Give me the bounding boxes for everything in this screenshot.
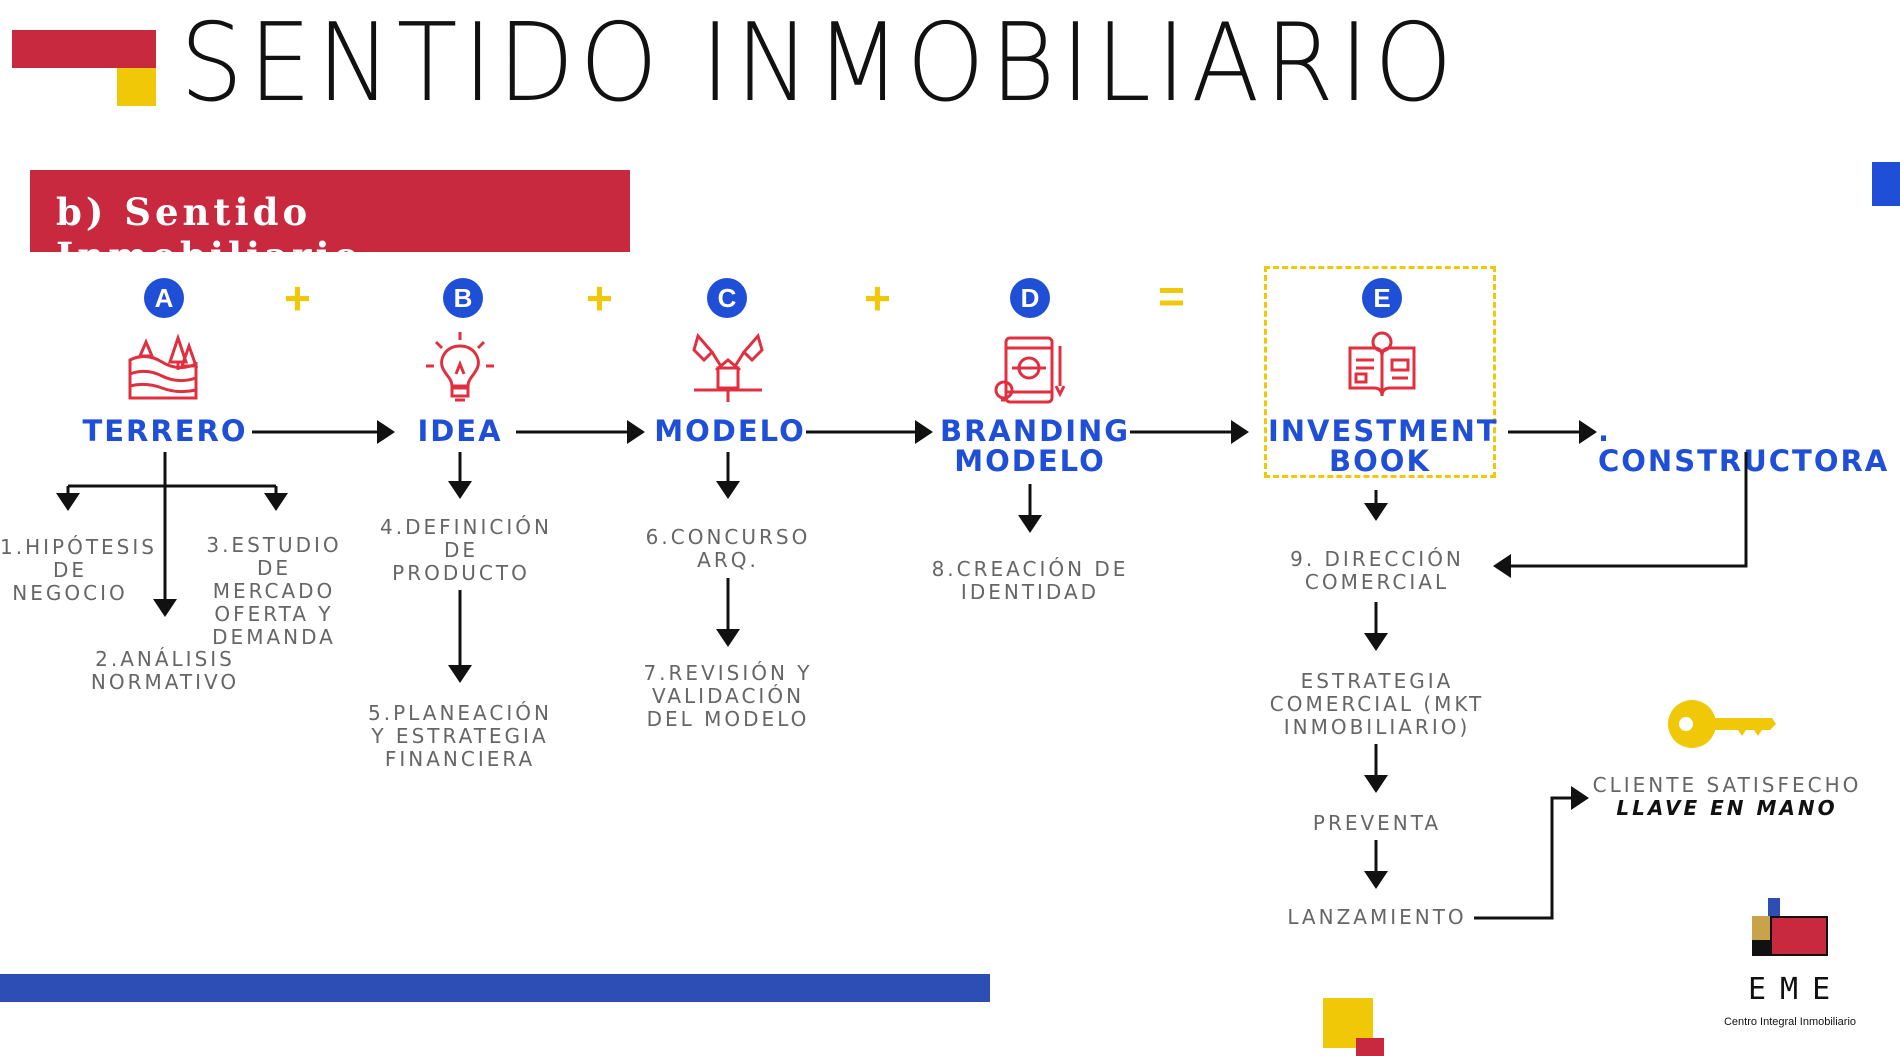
stage-branding-label: BRANDING MODELO — [940, 414, 1131, 478]
section-label: b) Sentido Inmobiliario — [56, 190, 363, 278]
investment-book-highlight — [1264, 266, 1496, 478]
stage-b-badge: B — [443, 278, 483, 318]
bottom-blue-bar — [0, 974, 990, 1002]
step-analisis: 2.ANÁLISIS NORMATIVO — [90, 647, 240, 694]
result-line2: LLAVE EN MANO — [1590, 797, 1864, 820]
stage-c-badge: C — [707, 278, 747, 318]
title-decor-yellow-square — [117, 68, 156, 106]
step-concurso: 6.CONCURSO ARQ. — [645, 525, 811, 572]
equals-operator: = — [1158, 270, 1185, 322]
step-direccion-comercial: 9. DIRECCIÓN COMERCIAL — [1290, 547, 1464, 594]
plus-operator-1: + — [284, 272, 311, 324]
stage-modelo-label: MODELO — [654, 414, 806, 448]
bottom-red-square — [1356, 1038, 1384, 1056]
stage-constructora-label: . CONSTRUCTORA — [1598, 414, 1890, 478]
land-trees-icon — [128, 333, 198, 400]
stage-a-badge: A — [144, 278, 184, 318]
step-identidad: 8.CREACIÓN DE IDENTIDAD — [931, 557, 1129, 604]
stage-d-badge: D — [1010, 278, 1050, 318]
investment-book-icon — [1348, 331, 1416, 397]
title-decor-red-bar — [12, 30, 156, 68]
right-edge-blue-square — [1872, 162, 1900, 206]
key-icon — [1668, 700, 1776, 748]
result-cliente-satisfecho: CLIENTE SATISFECHO LLAVE EN MANO — [1590, 774, 1864, 820]
step-hipotesis: 1.HIPÓTESIS DE NEGOCIO — [0, 535, 157, 605]
lightbulb-icon — [426, 332, 494, 402]
step-estrategia-comercial: ESTRATEGIA COMERCIAL (MKT INMOBILIARIO) — [1269, 669, 1485, 739]
step-preventa: PREVENTA — [1312, 811, 1442, 835]
plus-operator-3: + — [864, 272, 891, 324]
step-planeacion: 5.PLANEACIÓN Y ESTRATEGIA FINANCIERA — [368, 701, 552, 771]
result-llave-en-mano: LLAVE EN MANO — [1616, 796, 1838, 820]
stage-idea-label: IDEA — [417, 414, 503, 448]
plus-operator-2: + — [586, 272, 613, 324]
step-definicion-producto: 4.DEFINICIÓN DE PRODUCTO — [380, 515, 552, 585]
page-title: SENTIDO INMOBILIARIO — [180, 1, 1458, 126]
result-line1: CLIENTE SATISFECHO — [1592, 773, 1862, 797]
stage-e-badge: E — [1362, 278, 1402, 318]
logo-text: EME — [1748, 972, 1845, 1007]
stage-investment-book-label: INVESTMENT BOOK — [1268, 414, 1499, 478]
step-lanzamiento: LANZAMIENTO — [1287, 905, 1467, 929]
step-revision: 7.REVISIÓN Y VALIDACIÓN DEL MODELO — [643, 661, 813, 731]
stage-terreno-label: TERRERO — [82, 414, 248, 448]
tablet-branding-icon — [994, 336, 1066, 404]
logo-mark — [1752, 898, 1830, 960]
section-banner: b) Sentido Inmobiliario — [30, 170, 630, 278]
logo-tagline: Centro Integral Inmobiliario — [1723, 1016, 1857, 1028]
architect-tools-icon — [692, 332, 764, 402]
step-estudio-mercado: 3.ESTUDIO DE MERCADO OFERTA Y DEMANDA — [206, 533, 342, 649]
